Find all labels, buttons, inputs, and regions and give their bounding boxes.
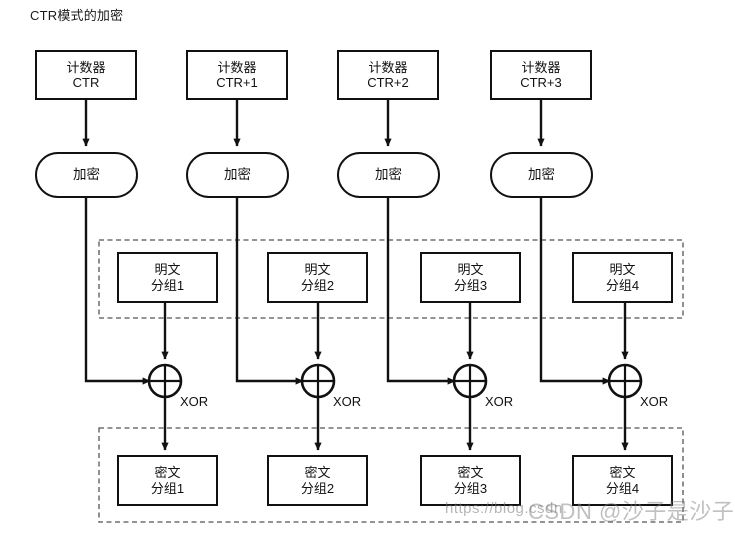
ciphertext-box-2-line1: 密文 xyxy=(304,465,331,481)
plaintext-box-1: 明文 分组1 xyxy=(117,252,218,303)
ciphertext-box-1: 密文 分组1 xyxy=(117,455,218,506)
ciphertext-box-4: 密文 分组4 xyxy=(572,455,673,506)
counter-box-1-line1: 计数器 xyxy=(66,59,106,75)
counter-box-2-line2: CTR+1 xyxy=(216,75,258,90)
xor-symbol-4 xyxy=(607,363,643,399)
xor-label-2: XOR xyxy=(333,394,362,409)
counter-box-1: 计数器 CTR xyxy=(35,50,137,100)
ciphertext-box-2-line2: 分组2 xyxy=(300,480,335,496)
counter-box-3-line2: CTR+2 xyxy=(367,75,409,90)
encrypt-node-2: 加密 xyxy=(186,152,289,198)
encrypt-node-1-label: 加密 xyxy=(73,167,100,183)
counter-box-4: 计数器 CTR+3 xyxy=(490,50,592,100)
xor-label-1: XOR xyxy=(180,394,209,409)
ciphertext-box-4-line1: 密文 xyxy=(609,465,636,481)
connector-cipher1-to-xor1 xyxy=(84,198,151,385)
counter-box-4-line1: 计数器 xyxy=(521,59,561,75)
xor-symbol-3 xyxy=(452,363,488,399)
plaintext-box-4: 明文 分组4 xyxy=(572,252,673,303)
encrypt-node-4-label: 加密 xyxy=(528,167,555,183)
xor-label-3: XOR xyxy=(485,394,514,409)
ciphertext-box-3-line2: 分组3 xyxy=(453,480,488,496)
encrypt-node-4: 加密 xyxy=(490,152,593,198)
counter-box-1-line2: CTR xyxy=(72,75,100,90)
plaintext-box-2: 明文 分组2 xyxy=(267,252,368,303)
ciphertext-box-1-line1: 密文 xyxy=(154,465,181,481)
counter-box-3-line1: 计数器 xyxy=(368,59,408,75)
plaintext-box-1-line2: 分组1 xyxy=(150,277,185,293)
encrypt-node-3: 加密 xyxy=(337,152,440,198)
connector-cipher3-to-xor3 xyxy=(386,198,456,385)
plaintext-box-2-line2: 分组2 xyxy=(300,277,335,293)
connector-cipher2-to-xor2 xyxy=(235,198,304,385)
encrypt-node-1: 加密 xyxy=(35,152,138,198)
plaintext-box-3-line2: 分组3 xyxy=(453,277,488,293)
counter-box-4-line2: CTR+3 xyxy=(520,75,562,90)
plaintext-box-4-line2: 分组4 xyxy=(605,277,640,293)
plaintext-box-2-line1: 明文 xyxy=(304,262,331,278)
encrypt-node-2-label: 加密 xyxy=(224,167,251,183)
xor-symbol-2 xyxy=(300,363,336,399)
plaintext-box-1-line1: 明文 xyxy=(154,262,181,278)
diagram-title: CTR模式的加密 xyxy=(30,8,124,23)
connector-cipher4-to-xor4 xyxy=(539,198,611,385)
plaintext-box-4-line1: 明文 xyxy=(609,262,636,278)
xor-symbol-1 xyxy=(147,363,183,399)
plaintext-group-box xyxy=(98,239,684,319)
ciphertext-box-1-line2: 分组1 xyxy=(150,480,185,496)
encrypt-node-3-label: 加密 xyxy=(375,167,402,183)
plaintext-box-3-line1: 明文 xyxy=(457,262,484,278)
ciphertext-box-3-line1: 密文 xyxy=(457,465,484,481)
ciphertext-box-3: 密文 分组3 xyxy=(420,455,521,506)
counter-box-3: 计数器 CTR+2 xyxy=(337,50,439,100)
ciphertext-box-2: 密文 分组2 xyxy=(267,455,368,506)
counter-box-2: 计数器 CTR+1 xyxy=(186,50,288,100)
plaintext-box-3: 明文 分组3 xyxy=(420,252,521,303)
counter-box-2-line1: 计数器 xyxy=(217,59,257,75)
ciphertext-box-4-line2: 分组4 xyxy=(605,480,640,496)
ciphertext-group-box xyxy=(98,427,684,523)
xor-label-4: XOR xyxy=(640,394,669,409)
